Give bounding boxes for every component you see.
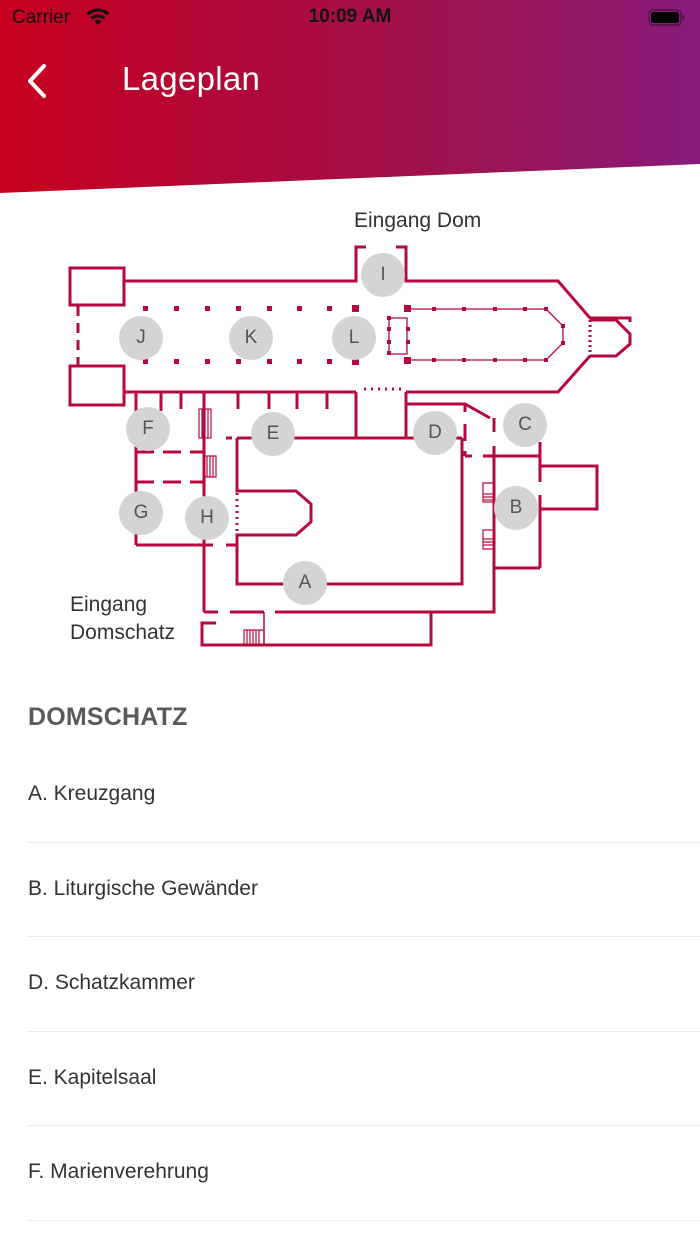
entrance-domschatz-label-line2: Domschatz — [70, 621, 176, 644]
map-marker-l[interactable]: L — [332, 316, 376, 360]
carrier-label: Carrier — [12, 7, 71, 28]
divider — [27, 936, 700, 937]
list-item-label: F. Marienverehrung — [28, 1160, 209, 1183]
divider — [27, 841, 700, 843]
map-marker-a[interactable]: A — [283, 561, 327, 605]
map-marker-e[interactable]: E — [251, 412, 295, 456]
divider — [27, 1030, 700, 1032]
location-list: A. Kreuzgang B. Liturgische Gewänder D. … — [0, 748, 700, 1221]
page-title: Lageplan — [122, 60, 261, 97]
list-item-kapitelsaal[interactable]: E. Kapitelsaal — [0, 1032, 700, 1126]
wifi-icon — [86, 8, 110, 25]
map-marker-j[interactable]: J — [119, 316, 163, 360]
clock: 10:09 AM — [308, 6, 392, 27]
list-item-schatzkammer[interactable]: D. Schatzkammer — [0, 937, 700, 1032]
entrance-dom-label: Eingang Dom — [354, 209, 482, 232]
back-button[interactable] — [22, 58, 58, 104]
map-marker-f[interactable]: F — [126, 407, 170, 451]
list-item-label: D. Schatzkammer — [28, 971, 195, 994]
map-marker-g[interactable]: G — [119, 491, 163, 535]
battery-icon — [648, 9, 685, 26]
list-item-label: E. Kapitelsaal — [28, 1065, 157, 1089]
divider — [27, 1125, 700, 1126]
divider — [27, 1219, 700, 1221]
list-item-label: A. Kreuzgang — [28, 782, 156, 805]
list-item-liturgische-gewaender[interactable]: B. Liturgische Gewänder — [0, 843, 700, 937]
nav-header — [0, 0, 700, 193]
section-title: DOMSCHATZ — [28, 703, 188, 731]
map-marker-k[interactable]: K — [229, 316, 273, 360]
map-marker-d[interactable]: D — [413, 411, 457, 455]
map-marker-h[interactable]: H — [185, 496, 229, 540]
list-item-kreuzgang[interactable]: A. Kreuzgang — [0, 748, 700, 843]
map-marker-b[interactable]: B — [494, 486, 538, 530]
list-item-marienverehrung[interactable]: F. Marienverehrung — [0, 1126, 700, 1221]
chevron-left-icon — [28, 64, 46, 98]
floor-plan-map: Eingang Dom Eingang Domschatz A B C D E … — [0, 195, 700, 665]
status-bar: Carrier 10:09 AM — [0, 0, 700, 36]
map-marker-i[interactable]: I — [361, 253, 405, 297]
map-marker-c[interactable]: C — [503, 403, 547, 447]
list-item-label: B. Liturgische Gewänder — [28, 876, 258, 900]
entrance-domschatz-label-line1: Eingang — [70, 593, 148, 616]
